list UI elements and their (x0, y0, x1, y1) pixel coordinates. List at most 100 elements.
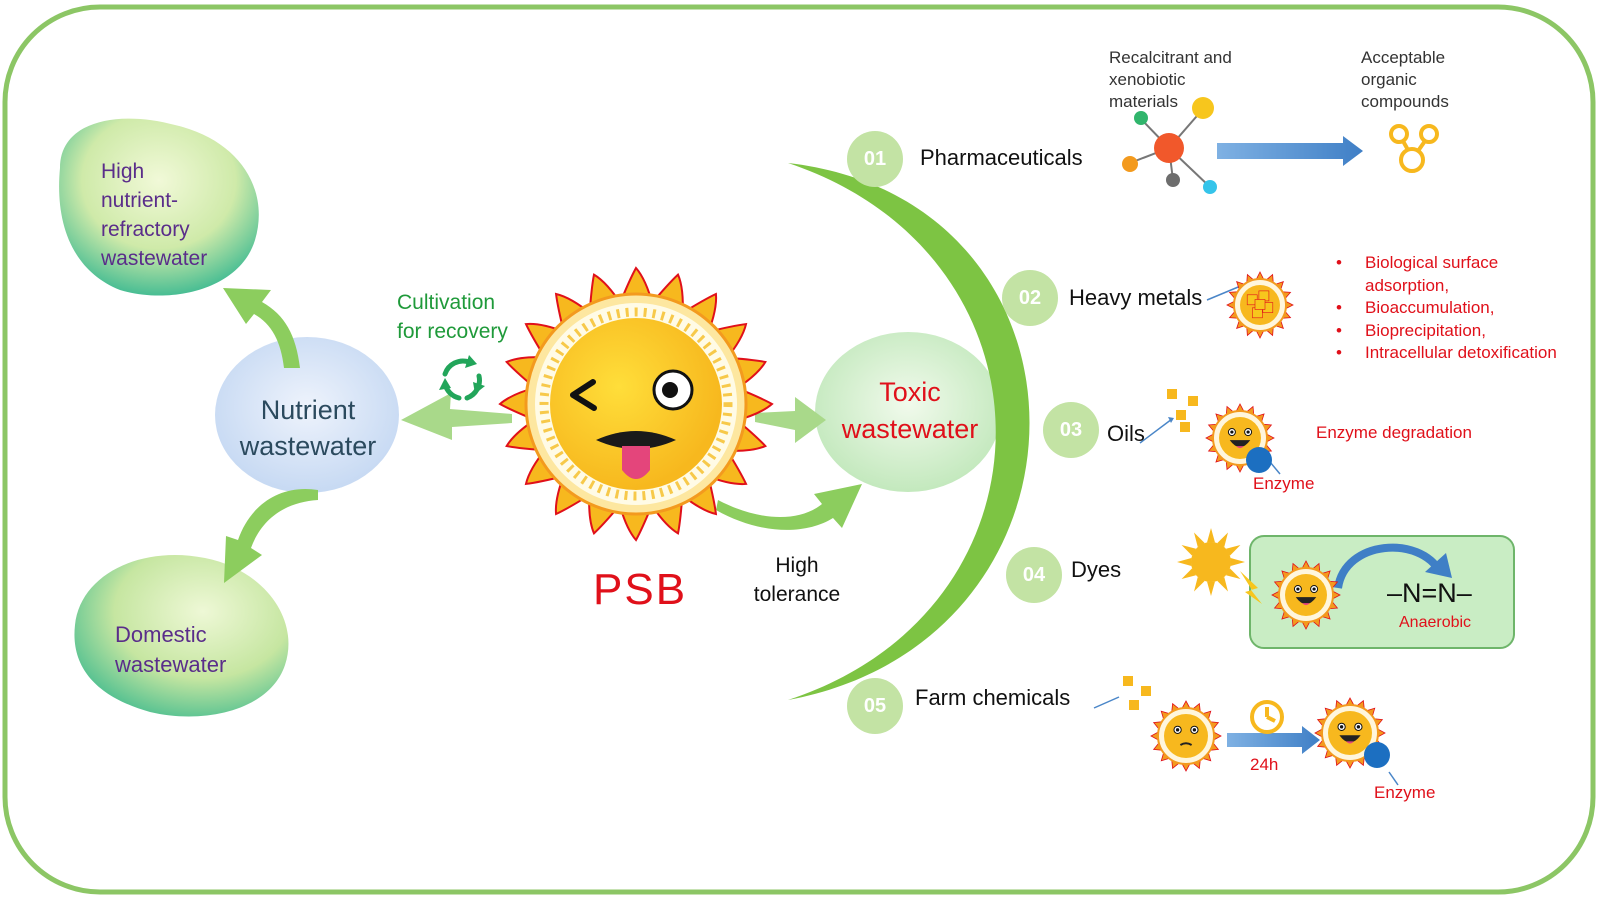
sun-ray (1217, 576, 1228, 592)
oil-droplets-icon (1167, 389, 1198, 432)
high-nutrient-blob (59, 118, 259, 296)
bacterium-pupil (1296, 587, 1300, 591)
bacterium-core (1328, 711, 1372, 755)
azo-bond-label: –N=N– (1387, 578, 1472, 608)
metal-mechanism-item: Biological surface (1333, 252, 1557, 275)
metal-mechanism-list: Biological surfaceadsorption,Bioaccumula… (1333, 252, 1557, 365)
tolerance-line: tolerance (753, 583, 841, 606)
sun-ray (1207, 581, 1215, 596)
acceptable-label: Acceptable organic compounds (1361, 47, 1449, 113)
bacterium-mouth (1229, 440, 1251, 448)
toxic-line: Toxic (879, 377, 941, 407)
nutrient-line: Nutrient (260, 395, 356, 425)
high-nutrient-line: refractory (101, 218, 190, 241)
nutrient-line: wastewater (239, 431, 377, 461)
bacterium-before-icon (1150, 700, 1222, 772)
dye-curved-arrow (1334, 543, 1444, 589)
enzyme-degradation-label: Enzyme degradation (1316, 423, 1472, 442)
bacterium-tongue (1302, 603, 1310, 606)
arrow-psb-to-toxic (755, 397, 826, 443)
metal-particle (1254, 299, 1266, 310)
clock-icon (1250, 700, 1284, 734)
acceptable-line: organic (1361, 70, 1417, 89)
bacterium-mouth (1339, 735, 1361, 743)
cultivation-label: Cultivation for recovery (397, 288, 508, 346)
enzyme-pointer-oils (1269, 461, 1281, 475)
recalcitrant-line: Recalcitrant and (1109, 48, 1232, 67)
acceptable-line: Acceptable (1361, 48, 1446, 67)
bacterium-pupil (1356, 725, 1361, 729)
item-label-dyes: Dyes (1071, 557, 1122, 582)
sun-ray (1225, 568, 1241, 579)
sun-ray (1177, 558, 1192, 566)
pharma-arrow (1217, 136, 1363, 166)
nutrient-wastewater-bubble (215, 337, 399, 493)
item-number-03: 03 (1043, 402, 1099, 458)
pollutant-arc (788, 163, 1030, 700)
high-tolerance-label: High tolerance (742, 551, 852, 609)
bacterium-pupil (1192, 728, 1197, 732)
anaerobic-label: Anaerobic (1399, 614, 1472, 631)
time-label: 24h (1250, 755, 1279, 774)
metal-mechanism-item: Intracellular detoxification (1333, 342, 1557, 365)
enzyme-label-farm: Enzyme (1374, 783, 1436, 802)
item-number-02: 02 (1002, 270, 1058, 326)
bacterium-core (1219, 417, 1261, 459)
toxic-wastewater-bubble (815, 332, 1001, 492)
high-nutrient-line: nutrient- (101, 189, 179, 212)
metal-mechanism-item: Bioaccumulation, (1333, 297, 1557, 320)
metal-mechanism-item: adsorption, (1365, 275, 1450, 295)
recalcitrant-label: Recalcitrant and xenobiotic materials (1109, 47, 1232, 113)
item-number-05: 05 (847, 678, 903, 734)
metal-mechanism-item: Bioprecipitation, (1333, 320, 1557, 343)
bacterium-mouth (1179, 742, 1193, 746)
sun-ray (1217, 532, 1228, 548)
bacterium-mouth (1295, 597, 1317, 605)
dye-arrow-head (1425, 553, 1452, 578)
cultivation-line: for recovery (397, 320, 508, 343)
bacterium-after-icon (1314, 697, 1390, 769)
arrow-high-tolerance (716, 484, 862, 530)
sun-disc (1191, 542, 1231, 582)
sun-ray (1230, 558, 1245, 566)
domestic-line: wastewater (115, 652, 227, 677)
bacterium-metal-icon (1226, 271, 1294, 339)
sun-ray (1225, 545, 1241, 556)
arrow-psb-to-nutrient (401, 393, 512, 440)
bacterium-core (1285, 574, 1327, 616)
nutrient-wastewater-label: Nutrient wastewater (228, 392, 388, 464)
bacterium-pupil (1246, 430, 1250, 434)
cultivation-line: Cultivation (397, 291, 496, 314)
sun-ray (1181, 568, 1197, 579)
bacterium-pupil (1339, 725, 1344, 729)
arrow-to-high-nutrient (223, 288, 300, 368)
enzyme-label-oils: Enzyme (1253, 474, 1315, 493)
bacterium-pupil (1312, 587, 1316, 591)
item-label-farm-chemicals: Farm chemicals (915, 685, 1071, 710)
domestic-line: Domestic (115, 622, 207, 647)
sun-ray (1207, 528, 1215, 543)
bacterium-pupil (1230, 430, 1234, 434)
lightning-icon (1240, 571, 1262, 604)
farm-arrow (1227, 726, 1320, 754)
bacterium-pupil (1175, 728, 1180, 732)
high-nutrient-line: High (101, 160, 145, 183)
recycle-icon (439, 355, 485, 401)
oil-pointer-head (1168, 417, 1174, 423)
sun-icon (1177, 528, 1245, 596)
domestic-blob (74, 554, 289, 717)
item-number-04: 04 (1006, 547, 1062, 603)
metal-pointer-arrow (1206, 284, 1244, 301)
item-number-01: 01 (847, 131, 903, 187)
high-nutrient-label: High nutrient- refractory wastewater (101, 157, 207, 273)
high-nutrient-line: wastewater (101, 247, 208, 270)
farm-particles-icon (1123, 676, 1151, 710)
acceptable-line: compounds (1361, 92, 1449, 111)
sun-ray (1194, 576, 1205, 592)
item-label-oils: Oils (1107, 421, 1145, 446)
bacterium-core (1164, 714, 1208, 758)
recalcitrant-line: materials (1109, 92, 1178, 111)
sun-ray (1181, 545, 1197, 556)
psb-title: PSB (593, 565, 688, 614)
